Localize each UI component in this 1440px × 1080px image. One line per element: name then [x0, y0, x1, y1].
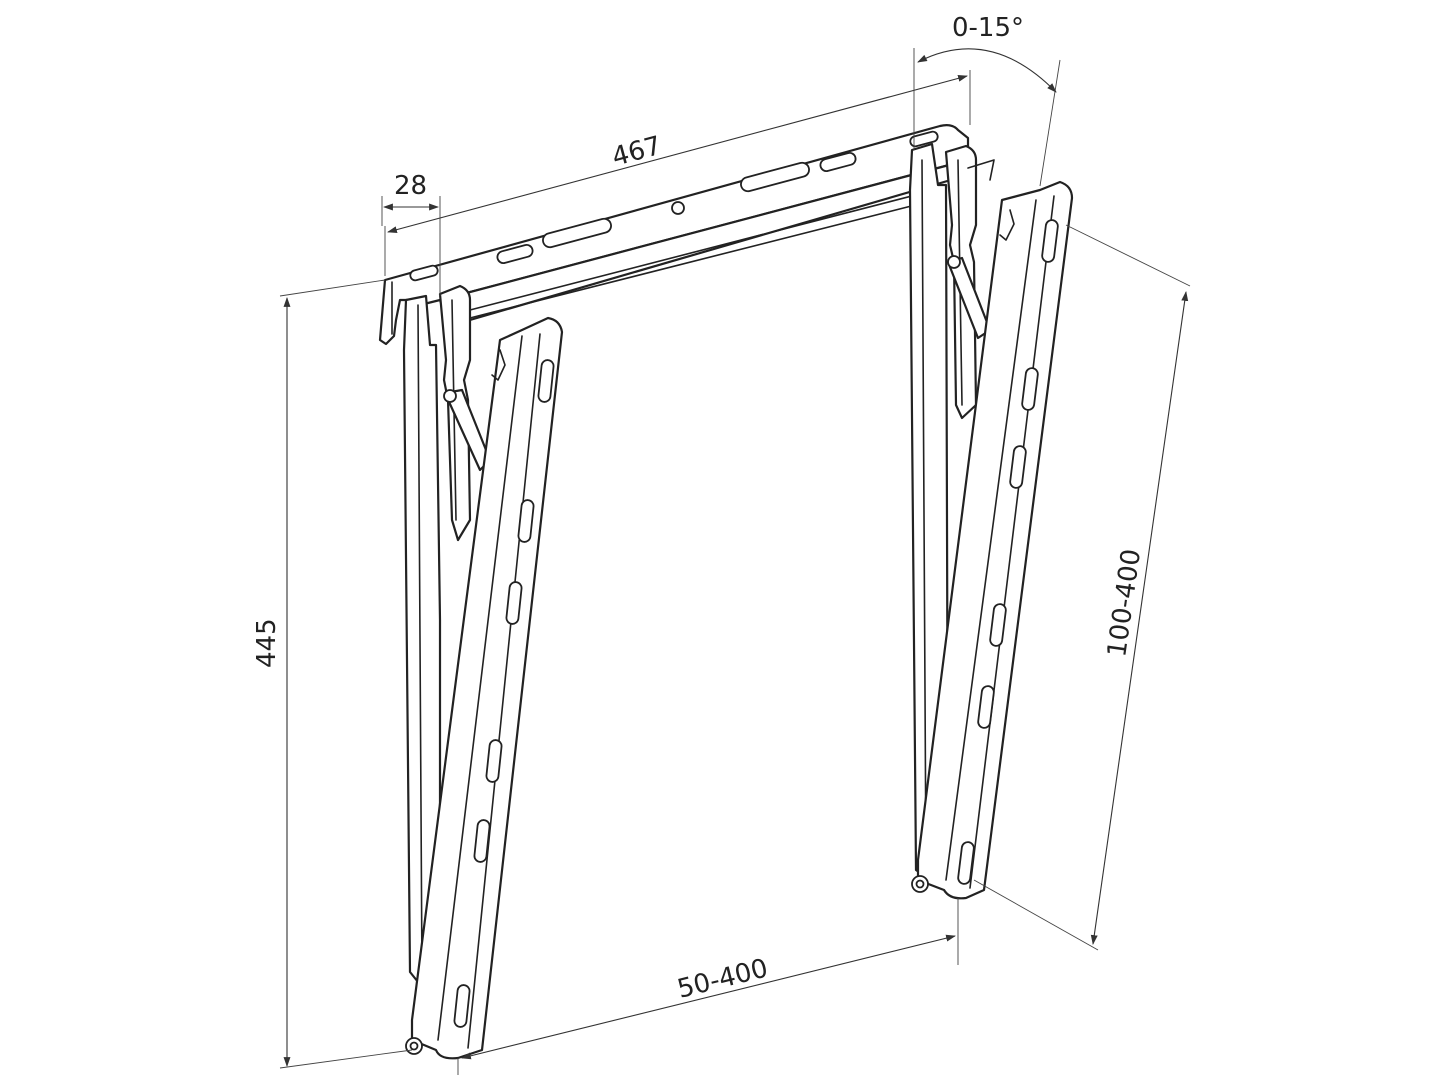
offset-label: 28	[394, 171, 427, 201]
arm-slot	[977, 685, 995, 729]
arm-slot	[537, 359, 555, 403]
dimension-offset	[381, 196, 441, 296]
wall-plate-slot	[409, 264, 439, 282]
dimension-height	[279, 279, 413, 1069]
arm-slot	[505, 581, 523, 625]
horizontal-pattern-label: 50-400	[674, 953, 771, 1004]
arm-slot	[1021, 367, 1039, 411]
left-front-arm	[405, 316, 564, 1060]
arm-slot	[1009, 445, 1027, 489]
dimension-vertical-pattern	[973, 224, 1191, 951]
arm-slot	[989, 603, 1007, 647]
left-rear-upright	[402, 294, 442, 984]
width-label: 467	[609, 131, 665, 173]
right-front-arm	[911, 180, 1074, 900]
height-label: 445	[252, 618, 282, 668]
wall-plate-slot	[496, 243, 534, 265]
arm-slot	[485, 739, 503, 783]
tilt-label: 0-15°	[952, 13, 1024, 43]
wall-plate-hole	[671, 201, 685, 215]
arm-slot	[957, 841, 975, 885]
arm-slot	[473, 819, 491, 863]
left-hook-bracket	[438, 284, 492, 542]
arm-slot	[1041, 219, 1059, 263]
arm-slot	[517, 499, 535, 543]
dimension-horizontal-pattern	[457, 898, 959, 1075]
dimension-tilt	[913, 48, 1061, 187]
vertical-pattern-label: 100-400	[1102, 547, 1147, 659]
